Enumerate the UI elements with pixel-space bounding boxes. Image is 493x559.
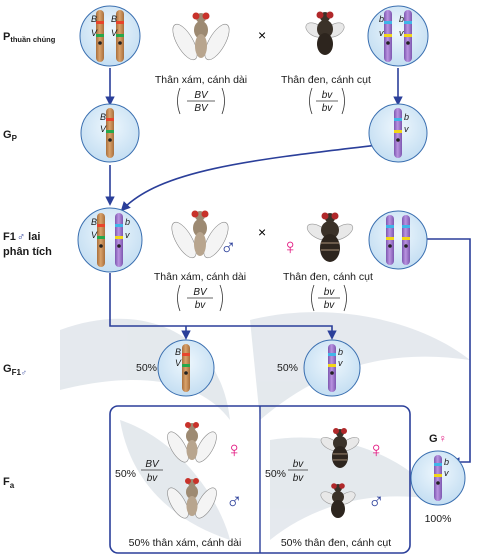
caption-f1-black-short: Thân đen, cánh cụt	[283, 271, 373, 283]
genotype-p-black-short: bv bv	[309, 87, 345, 115]
genotype-fa-right: bv bv	[288, 459, 308, 484]
svg-text:b: b	[444, 457, 449, 467]
fly-black-short-fa-male	[320, 483, 356, 518]
result-right: 50% thân đen, cánh cụt	[281, 537, 391, 549]
cross-p: ×	[258, 27, 266, 43]
label-fa: Fa	[3, 476, 15, 490]
svg-text:BV: BV	[145, 459, 160, 470]
caption-p-black-short: Thân đen, cánh cụt	[281, 74, 371, 86]
svg-text:bv: bv	[195, 300, 207, 311]
gamete-circle-gf1-right: b v	[303, 339, 361, 397]
svg-text:V: V	[91, 28, 98, 38]
percent-gf1-right: 50%	[277, 362, 298, 374]
arrow-gp-to-f1-right	[120, 144, 379, 212]
arrow-f1-to-gf1	[109, 273, 337, 340]
genotype-p-gray-long: BV BV	[177, 87, 225, 115]
svg-text:bv: bv	[147, 473, 159, 484]
gamete-circle-gf1-left: B V	[157, 339, 215, 397]
svg-text:BV: BV	[194, 90, 209, 101]
genotype-f1-black-short: bv bv	[311, 284, 347, 312]
female-symbol-fa-left: ♀	[226, 437, 243, 462]
fly-black-short-f1	[306, 212, 354, 262]
percent-gfem: 100%	[425, 513, 452, 525]
svg-text:BV: BV	[194, 103, 209, 114]
fa-result-box	[109, 405, 411, 554]
svg-text:b: b	[338, 347, 343, 357]
svg-text:B: B	[91, 217, 97, 227]
svg-text:bv: bv	[293, 473, 305, 484]
watermark	[60, 312, 470, 540]
label-gf1: GF1♂	[3, 363, 27, 377]
svg-text:v: v	[399, 28, 404, 38]
svg-text:v: v	[338, 358, 343, 368]
svg-text:b: b	[379, 14, 384, 24]
percent-gf1-left: 50%	[136, 362, 157, 374]
fly-gray-long-f1	[171, 210, 229, 259]
svg-text:bv: bv	[324, 287, 336, 298]
svg-text:BV: BV	[193, 287, 208, 298]
label-f1-line1: F1♂ lai	[3, 231, 40, 243]
svg-text:b: b	[404, 112, 409, 122]
fly-gray-long-p	[172, 12, 230, 61]
male-symbol-f1: ♂	[220, 234, 237, 259]
gamete-circle-gfem: b v	[410, 450, 466, 506]
label-gp: GP	[3, 129, 18, 143]
label-gfem: G♀	[429, 433, 447, 445]
svg-text:V: V	[91, 230, 98, 240]
svg-text:b: b	[125, 217, 130, 227]
svg-text:bv: bv	[324, 300, 336, 311]
arrow-female-to-gfem	[426, 238, 471, 467]
male-symbol-fa-left: ♂	[226, 488, 243, 513]
gamete-circle-gp-left: B V	[80, 103, 140, 163]
caption-f1-gray-long: Thân xám, cánh dài	[154, 271, 246, 283]
svg-text:B: B	[100, 112, 106, 122]
caption-p-gray-long: Thân xám, cánh dài	[155, 74, 247, 86]
fly-black-short-fa-female	[320, 428, 360, 468]
svg-text:v: v	[125, 230, 130, 240]
female-symbol-fa-right: ♀	[368, 437, 385, 462]
svg-text:b: b	[399, 14, 404, 24]
svg-text:bv: bv	[293, 459, 305, 470]
svg-text:V: V	[100, 124, 107, 134]
svg-text:B: B	[175, 347, 181, 357]
percent-fa-right: 50%	[265, 468, 286, 480]
label-p: Pthuần chủng	[3, 31, 56, 44]
arrows	[105, 68, 471, 467]
percent-fa-left: 50%	[115, 468, 136, 480]
cross-f1: ×	[258, 224, 266, 240]
fly-black-short-p	[305, 11, 345, 55]
genotype-fa-left: BV bv	[141, 459, 163, 484]
svg-text:B: B	[91, 14, 97, 24]
svg-text:v: v	[379, 28, 384, 38]
svg-text:bv: bv	[322, 90, 334, 101]
svg-text:v: v	[404, 124, 409, 134]
fly-gray-long-fa-male	[167, 478, 217, 519]
svg-text:V: V	[175, 358, 182, 368]
chromosome-circle-p-left: B B V V	[79, 5, 141, 67]
male-symbol-fa-right: ♂	[368, 488, 385, 513]
gamete-circle-gp-right: b v	[368, 103, 428, 163]
result-left: 50% thân xám, cánh dài	[129, 537, 242, 549]
svg-text:v: v	[444, 468, 449, 478]
svg-text:bv: bv	[322, 103, 334, 114]
genotype-f1-gray-long: BV bv	[177, 284, 223, 312]
fly-gray-long-fa-female	[167, 422, 217, 463]
svg-text:V: V	[111, 28, 118, 38]
female-symbol-f1: ♀	[282, 234, 299, 259]
chromosome-circle-p-right: b b v v	[367, 5, 429, 67]
label-f1-line2: phân tích	[3, 246, 52, 258]
chromosome-circle-f1-right	[368, 210, 428, 270]
svg-text:B: B	[111, 14, 117, 24]
